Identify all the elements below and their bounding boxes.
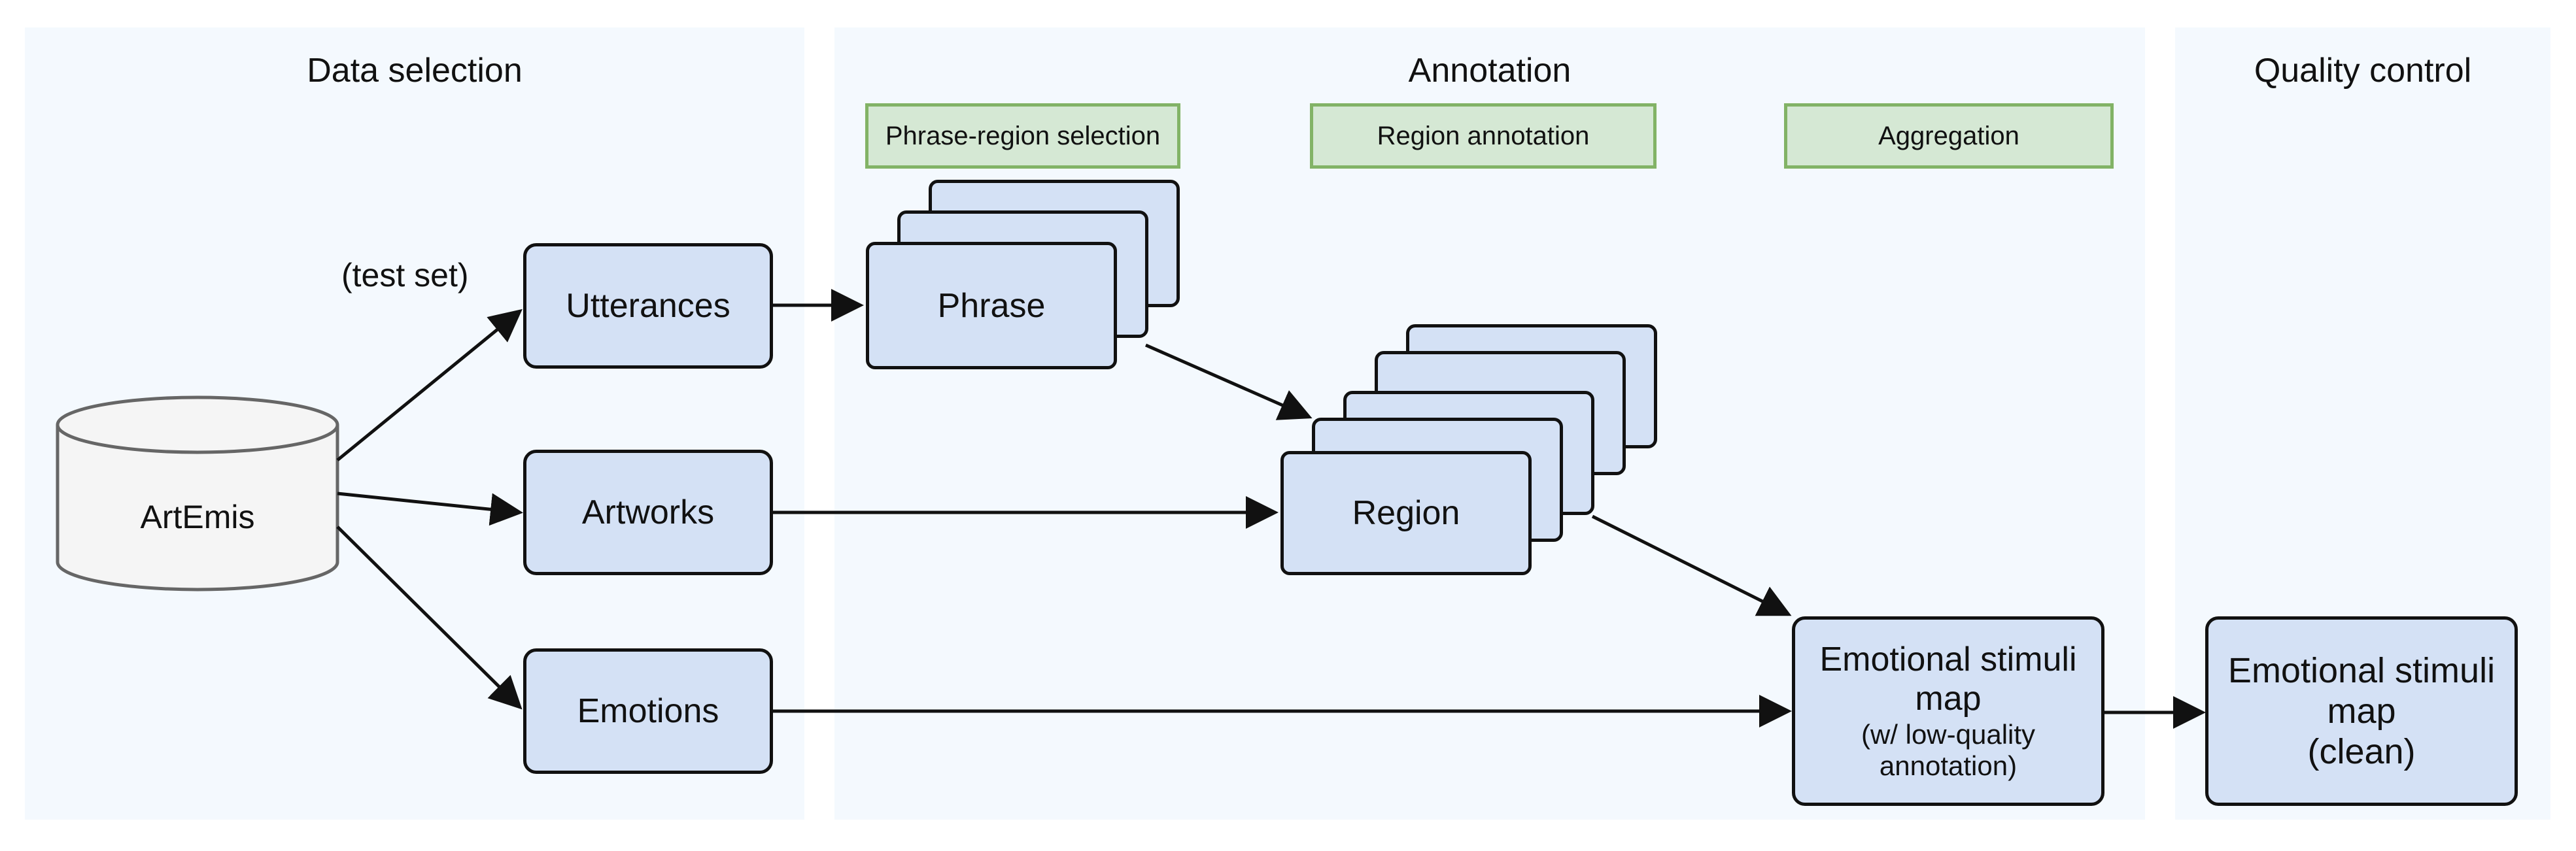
esm-raw-line4: annotation) xyxy=(1879,750,2018,781)
edge-phrase-region xyxy=(1144,343,1313,420)
edge-artemis-utterances xyxy=(336,309,523,461)
phrase-node: Phrase xyxy=(866,242,1117,369)
esm-clean-line3: (clean) xyxy=(2307,732,2416,772)
aggregation-tag: Aggregation xyxy=(1784,103,2114,169)
artworks-node: Artworks xyxy=(523,450,773,575)
artemis-database-icon xyxy=(56,395,339,592)
edge-artemis-emotions xyxy=(336,526,523,710)
esm-raw-node: Emotional stimuli map (w/ low-quality an… xyxy=(1792,616,2104,806)
edge-region-esm xyxy=(1591,514,1792,616)
quality-control-title: Quality control xyxy=(2254,52,2472,90)
edge-artemis-artworks xyxy=(337,492,523,526)
emotions-node: Emotions xyxy=(523,648,773,774)
phrase-region-selection-tag: Phrase-region selection xyxy=(865,103,1180,169)
esm-raw-line1: Emotional stimuli xyxy=(1819,640,2077,678)
region-node: Region xyxy=(1280,451,1532,575)
esm-raw-line3: (w/ low-quality xyxy=(1861,718,2036,750)
utterances-node: Utterances xyxy=(523,243,773,369)
data-selection-title: Data selection xyxy=(307,52,523,90)
test-set-label: (test set) xyxy=(341,257,469,293)
esm-clean-line2: map xyxy=(2327,691,2396,731)
artemis-label: ArtEmis xyxy=(140,499,255,535)
annotation-title: Annotation xyxy=(1408,52,1571,90)
esm-raw-line2: map xyxy=(1915,679,1982,718)
esm-clean-line1: Emotional stimuli xyxy=(2227,650,2496,690)
region-annotation-tag: Region annotation xyxy=(1310,103,1657,169)
esm-clean-node: Emotional stimuli map (clean) xyxy=(2205,616,2518,806)
